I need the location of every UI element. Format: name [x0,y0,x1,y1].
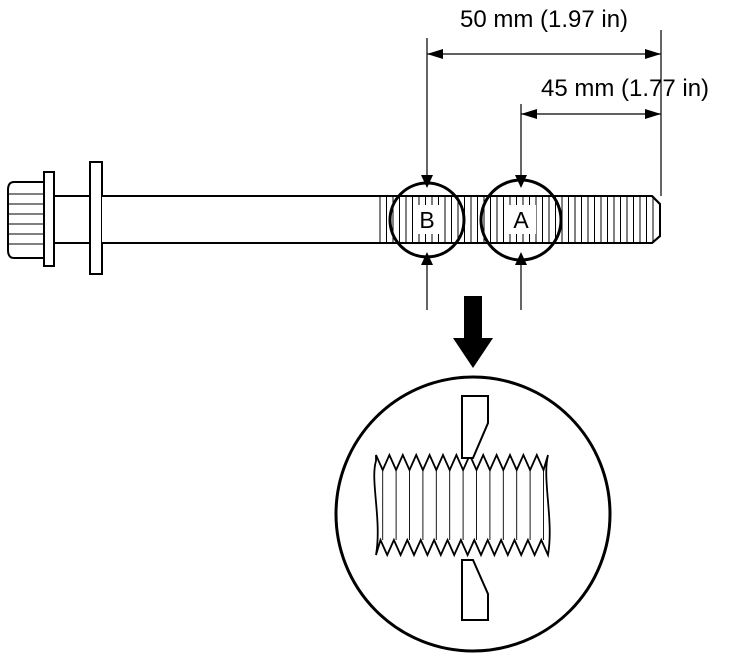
bolt-head [7,161,103,275]
dimension-label-45mm: 45 mm (1.77 in) [541,75,709,102]
thread-detail-view [334,375,612,653]
marker-b-label: B [419,207,434,233]
bolt-shank [102,195,661,244]
gauge-jaw-top [461,395,489,459]
marker-a-label: A [513,207,529,233]
thread-profile [373,452,551,559]
measurement-point-b: B [388,175,466,265]
dimension-lines [426,30,662,310]
bolt [7,161,661,275]
gauge-jaw-bottom [461,559,489,621]
zoom-arrow-icon [453,296,493,368]
dimension-arrowheads [427,49,661,119]
dimension-label-50mm: 50 mm (1.97 in) [460,6,628,33]
